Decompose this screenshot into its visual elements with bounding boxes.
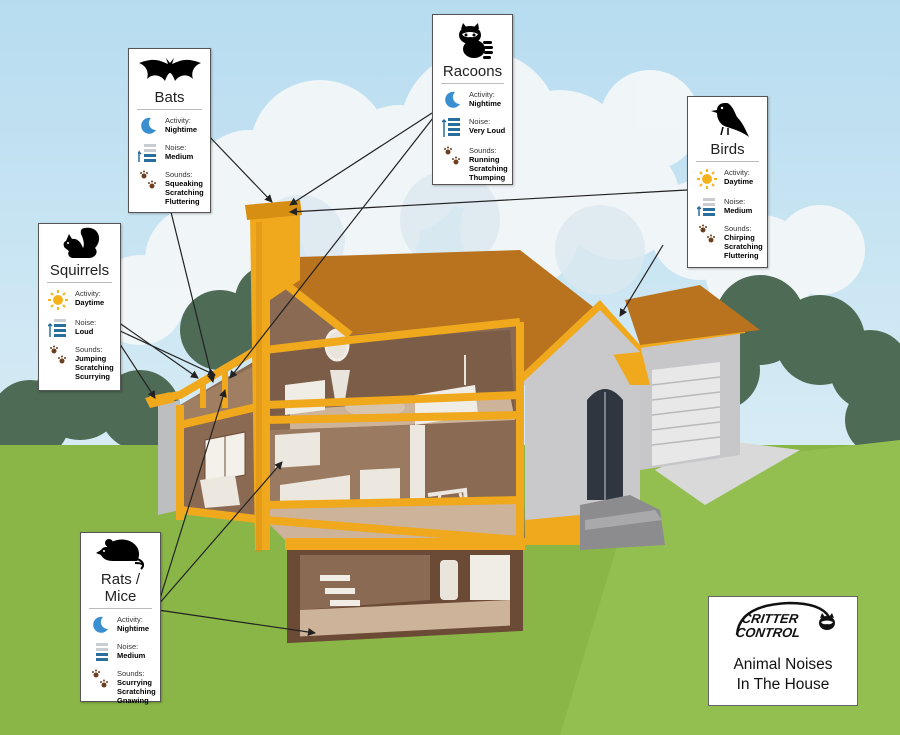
noise-label: Noise: [724, 197, 746, 206]
critter-control-logo: CRITTER CONTROL [735, 601, 835, 640]
rats-mice-info-card: Rats / Mice Activity:Nightime Noise:Medi… [80, 532, 161, 705]
noise-level-icon [442, 118, 460, 137]
sun-icon [48, 290, 68, 310]
paw-prints-icon [92, 669, 108, 688]
sound-item: Scratching [165, 188, 204, 197]
chimney [250, 210, 300, 550]
noise-level-icon [96, 643, 108, 661]
paw-prints-icon [444, 146, 460, 165]
activity-value: Daytime [75, 298, 105, 307]
activity-label: Activity: [724, 168, 750, 177]
critter-control-logo-box: CRITTER CONTROL Animal Noises In The Hou… [708, 596, 858, 706]
raccoon-icon [458, 23, 493, 59]
card-title: Racoons [441, 63, 504, 84]
sound-item: Scurrying [75, 372, 111, 381]
sound-item: Gnawing [117, 696, 149, 705]
logo-caption-line2: In The House [736, 676, 830, 693]
sound-item: Scratching [117, 687, 156, 696]
activity-value: Nightime [165, 125, 198, 134]
bird-icon [710, 103, 749, 137]
noise-level-icon [48, 319, 66, 337]
raccoon-logo-icon [819, 613, 835, 630]
sound-item: Scratching [75, 363, 114, 372]
noise-label: Noise: [165, 143, 187, 152]
birds-info-card: Birds Activity:Daytime Noise:Medium Soun… [687, 96, 768, 268]
sounds-label: Sounds: [724, 224, 752, 233]
moon-icon [141, 117, 156, 134]
bats-info-card: Bats Activity:Nightime Noise:Medium Soun… [128, 48, 211, 213]
sound-item: Running [469, 155, 500, 164]
logo-brand-line1: CRITTER [741, 611, 800, 626]
activity-label: Activity: [469, 90, 495, 99]
sound-item: Scratching [724, 242, 763, 251]
sound-item: Fluttering [165, 197, 200, 206]
card-title: Bats [137, 89, 202, 110]
noise-value: Medium [724, 206, 753, 215]
rat-icon [95, 539, 144, 570]
noise-value: Medium [165, 152, 194, 161]
sound-item: Fluttering [724, 251, 759, 260]
activity-label: Activity: [165, 116, 191, 125]
sound-item: Scratching [469, 164, 508, 173]
activity-label: Activity: [117, 615, 143, 624]
sounds-label: Sounds: [469, 146, 497, 155]
paw-prints-icon [140, 170, 156, 189]
logo-caption-line1: Animal Noises [733, 656, 833, 673]
logo-brand-line2: CONTROL [735, 625, 801, 640]
activity-label: Activity: [75, 289, 101, 298]
noise-label: Noise: [117, 642, 139, 651]
sounds-label: Sounds: [165, 170, 193, 179]
card-title: Rats / Mice [89, 571, 152, 609]
sound-item: Jumping [75, 354, 107, 363]
squirrels-info-card: Squirrels Activity:Daytime Noise:Loud So… [38, 223, 121, 391]
sounds-label: Sounds: [75, 345, 103, 354]
moon-icon [93, 616, 108, 633]
noise-value: Very Loud [469, 126, 506, 135]
noise-level-icon [138, 144, 156, 162]
noise-value: Loud [75, 327, 94, 336]
sound-item: Squeaking [165, 179, 203, 188]
paw-prints-icon [50, 345, 66, 364]
moon-icon [445, 91, 460, 108]
activity-value: Daytime [724, 177, 754, 186]
pointer-arrows [115, 112, 688, 636]
sounds-label: Sounds: [117, 669, 145, 678]
activity-value: Nightime [117, 624, 150, 633]
noise-level-icon [697, 198, 715, 216]
sound-item: Scurrying [117, 678, 153, 687]
noise-label: Noise: [75, 318, 97, 327]
activity-value: Nightime [469, 99, 502, 108]
card-title: Squirrels [47, 262, 112, 283]
house-side-wall [158, 400, 180, 515]
noise-label: Noise: [469, 117, 491, 126]
noise-value: Medium [117, 651, 146, 660]
card-title: Birds [696, 141, 759, 162]
paw-prints-icon [699, 224, 715, 243]
squirrel-icon [63, 227, 99, 258]
racoons-info-card: Racoons Activity:Nightime Noise:Very Lou… [432, 14, 513, 185]
sound-item: Thumping [469, 173, 506, 182]
sound-item: Chirping [724, 233, 755, 242]
bat-icon [138, 58, 201, 81]
sun-icon [697, 169, 717, 189]
